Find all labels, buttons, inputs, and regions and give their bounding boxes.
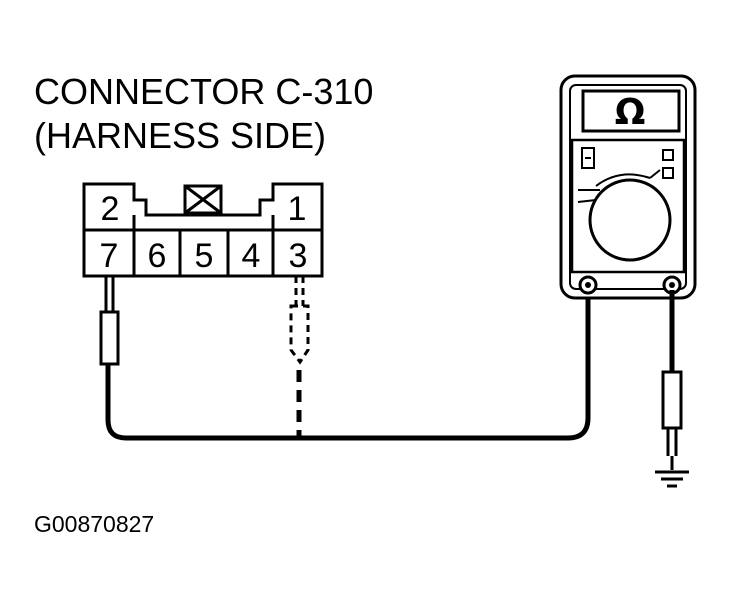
harness-side-label: (HARNESS SIDE) [34,115,326,156]
pin-label-2: 2 [101,190,120,228]
ground-probe [661,290,683,470]
pin-label-3: 3 [289,237,308,275]
figure-id: G00870827 [34,511,154,537]
ohm-symbol: Ω [615,92,646,133]
connector-title: CONNECTOR C-310 [34,71,373,112]
probe-pin-3-dashed [289,276,310,365]
probe-pin-7 [99,276,120,366]
pin-label-7: 7 [100,237,119,275]
blank-cavity-icon [183,184,223,215]
pin-label-5: 5 [195,237,214,275]
selector-dial [588,178,672,262]
meter-button-icon-2 [662,167,674,179]
meter-display [581,89,681,133]
pin-label-6: 6 [148,237,167,275]
connector-c310 [82,182,324,278]
meter-button-icon [662,149,674,161]
pin-label-4: 4 [242,237,261,275]
pin-label-1: 1 [288,190,307,228]
ground-symbol-icon [655,470,689,488]
test-lead-black [105,290,591,441]
ohmmeter: Ω [559,74,697,300]
